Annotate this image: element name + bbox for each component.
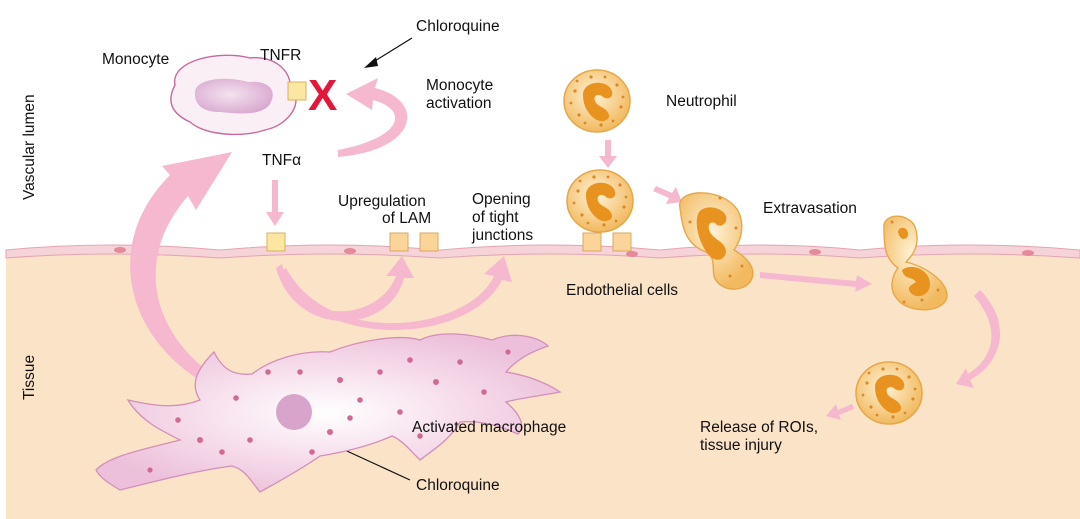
- activated-macrophage-label: Activated macrophage: [412, 419, 566, 436]
- release-label-line2: tissue injury: [700, 437, 782, 454]
- tnf-alpha-label: TNFα: [262, 152, 301, 169]
- lam-receptor-2: [419, 232, 439, 252]
- tissue-curve-arrow: [956, 290, 1001, 388]
- vascular-lumen-label: Vascular lumen: [21, 94, 38, 200]
- neutrophil-cell-tissue: [855, 361, 923, 425]
- tnf-receptor-endothelium: [266, 232, 286, 252]
- endothelial-cells-label: Endothelial cells: [566, 282, 678, 299]
- activated-macrophage-cell: [95, 333, 562, 493]
- upregulation-label-line2: of LAM: [382, 210, 431, 227]
- chloroquine-bottom-label: Chloroquine: [416, 477, 500, 494]
- monocyte-activation-label-line1: Monocyte: [426, 77, 493, 94]
- neutrophil-extravasating-2: [883, 215, 948, 311]
- tissue-label: Tissue: [21, 355, 38, 400]
- neutrophil-down-arrow: [599, 140, 617, 168]
- tnfr-label: TNFR: [260, 47, 301, 64]
- extravasation-label: Extravasation: [763, 200, 857, 217]
- tnfr-receptor: [287, 81, 307, 101]
- neutrophil-cell-adhering: [566, 169, 634, 233]
- opening-label-line2: of tight: [472, 209, 519, 226]
- opening-label-line1: Opening: [472, 191, 531, 208]
- lam-receptor-3: [582, 232, 602, 252]
- upregulation-label-line1: Upregulation: [338, 193, 426, 210]
- neutrophil-right-arrow: [653, 186, 682, 204]
- macrophage-to-tnf-arrow: [130, 152, 240, 400]
- neutrophil-label: Neutrophil: [666, 93, 737, 110]
- to-junctions-arrow: [280, 256, 512, 330]
- monocyte-cell: [170, 54, 297, 136]
- neutrophil-cell-top: [563, 69, 631, 133]
- release-arrow: [826, 404, 854, 420]
- monocyte-label: Monocyte: [102, 51, 169, 68]
- tnf-to-monocyte-arrow: [338, 78, 408, 157]
- monocyte-activation-label-line2: activation: [426, 95, 491, 112]
- opening-label-line3: junctions: [471, 227, 533, 244]
- neutrophil-extravasating-1: [679, 192, 754, 290]
- inhibition-x-mark-monocyte: X: [308, 71, 337, 120]
- lam-receptor-1: [389, 232, 409, 252]
- extravasation-right-arrow: [760, 272, 872, 292]
- tnf-down-arrow: [266, 180, 284, 226]
- chloroquine-top-pointer: [364, 37, 413, 68]
- lam-receptor-4: [612, 232, 632, 252]
- release-label-line1: Release of ROIs,: [700, 419, 818, 436]
- chloroquine-top-label: Chloroquine: [416, 18, 500, 35]
